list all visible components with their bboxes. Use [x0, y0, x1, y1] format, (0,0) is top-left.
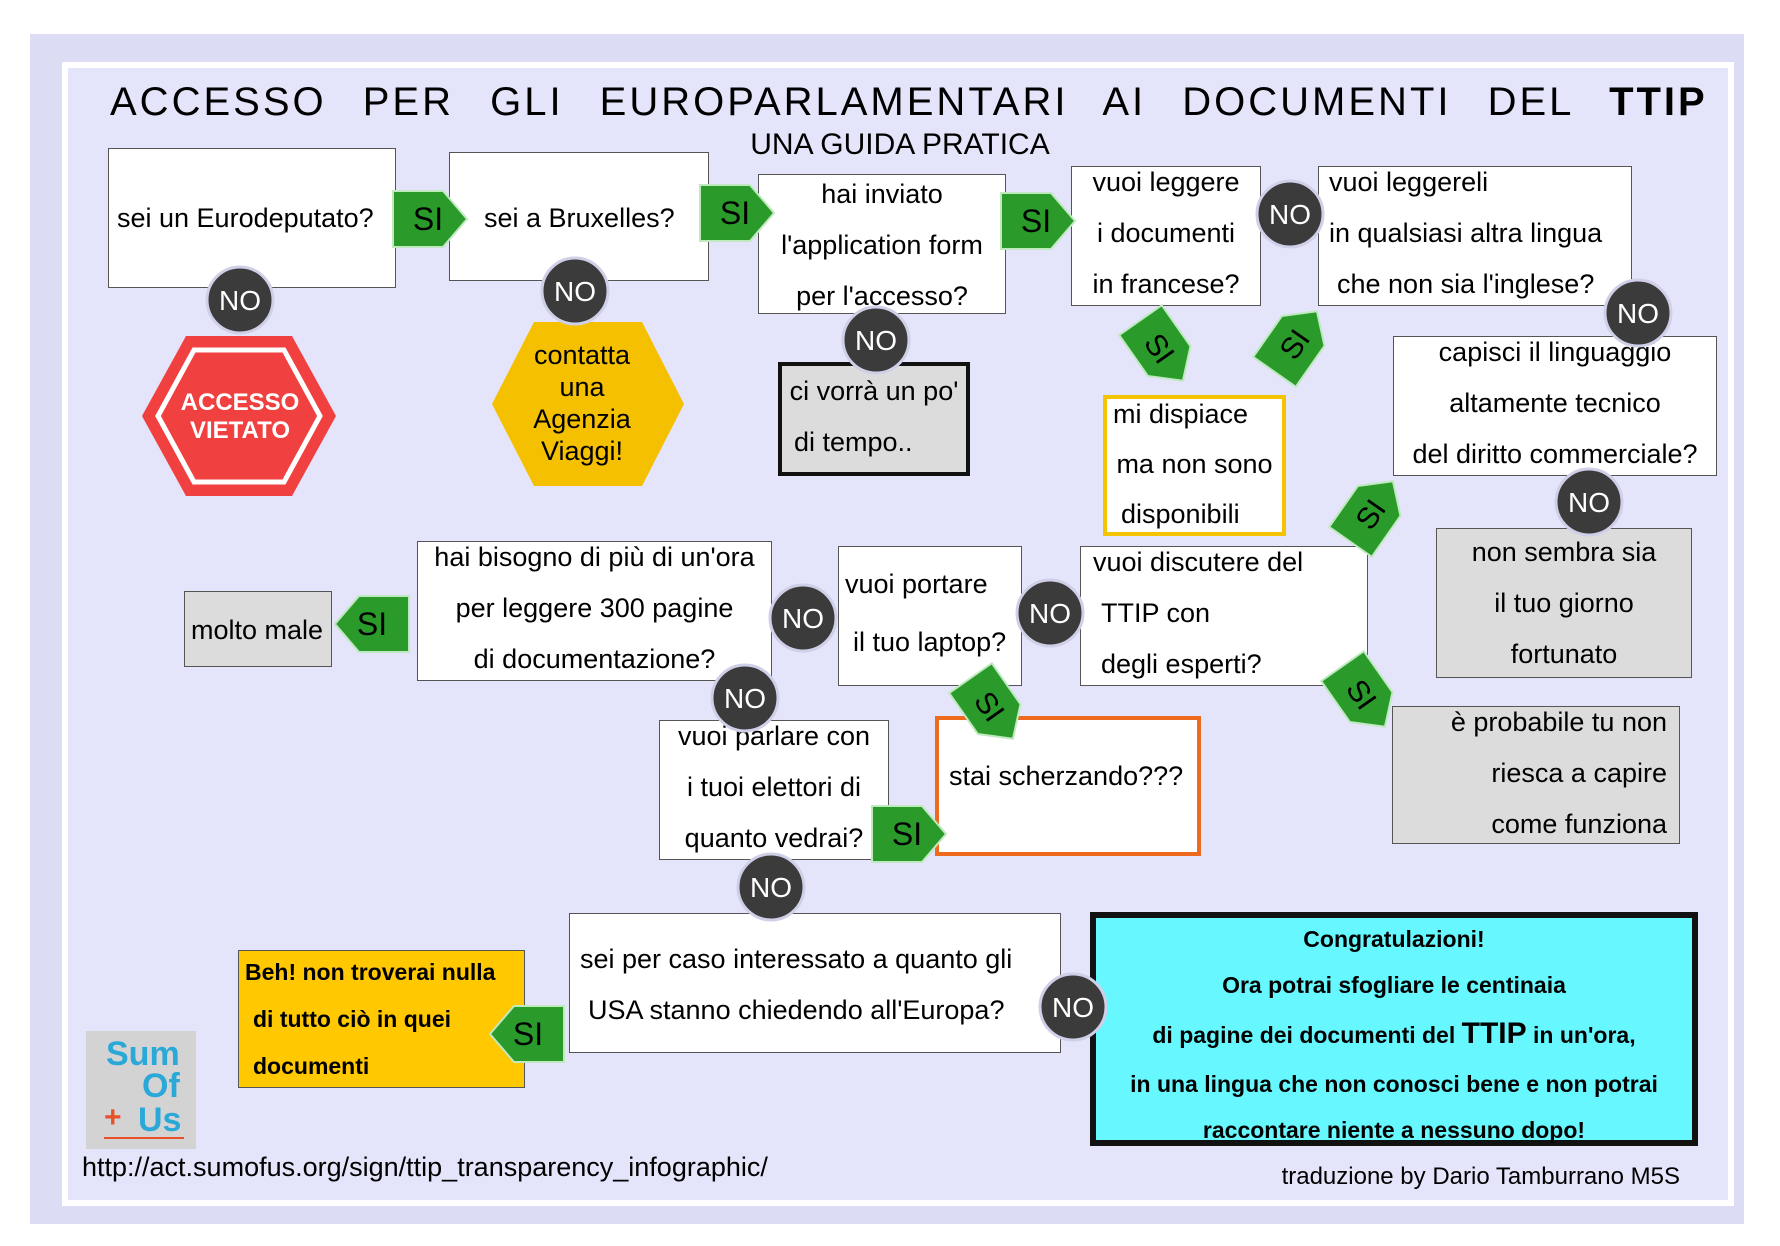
- main-title: ACCESSO PER GLI EUROPARLAMENTARI AI DOCU…: [110, 80, 1708, 124]
- yes-arrow-linguaggio: SI: [1327, 480, 1402, 559]
- outcome-congratulazioni: Congratulazioni! Ora potrai sfogliare le…: [1090, 912, 1698, 1146]
- no-circle-laptop: NO: [768, 583, 838, 653]
- question-bruxelles: sei a Bruxelles?: [449, 152, 709, 281]
- question-elettori: vuoi parlare con i tuoi elettori di quan…: [659, 720, 889, 860]
- no-label: NO: [554, 276, 596, 307]
- question-usa: sei per caso interessato a quanto gli US…: [569, 913, 1061, 1053]
- no-circle-application: NO: [841, 305, 911, 375]
- yes-label: SI: [357, 606, 387, 642]
- no-label: NO: [1052, 992, 1094, 1023]
- no-label: NO: [1617, 298, 1659, 329]
- travel-text-3: Agenzia: [533, 404, 632, 434]
- no-circle-altra-lingua: NO: [1603, 278, 1673, 348]
- no-label: NO: [750, 872, 792, 903]
- yes-label: SI: [513, 1016, 543, 1052]
- question-linguaggio: capisci il linguaggio altamente tecnico …: [1393, 336, 1717, 476]
- no-label: NO: [219, 285, 261, 316]
- no-label: NO: [782, 603, 824, 634]
- question-application: hai inviato l'application form per l'acc…: [758, 174, 1006, 314]
- yes-arrow-elettori: SI: [871, 805, 947, 863]
- yes-label: SI: [720, 195, 750, 231]
- stop-text-2: VIETATO: [190, 417, 290, 444]
- no-label: NO: [1269, 199, 1311, 230]
- no-circle-linguaggio: NO: [1554, 467, 1624, 537]
- outcome-tempo: ci vorrà un po' di tempo..: [778, 362, 970, 476]
- question-ora: hai bisogno di più di un'ora per leggere…: [417, 541, 772, 681]
- travel-text-2: una: [559, 372, 605, 402]
- question-esperti: vuoi discutere del TTIP con degli espert…: [1080, 546, 1368, 686]
- yes-label: SI: [1021, 203, 1051, 239]
- question-eurodeputato: sei un Eurodeputato?: [108, 148, 396, 288]
- travel-text-1: contatta: [534, 340, 631, 370]
- yes-arrow-bruxelles: SI: [699, 184, 775, 242]
- sumofus-logo: Sum Of Us +: [86, 1031, 196, 1149]
- yes-label: SI: [413, 201, 443, 237]
- no-circle-elettori: NO: [736, 852, 806, 922]
- travel-hexagon: contatta una Agenzia Viaggi!: [492, 322, 684, 486]
- question-francese: vuoi leggere i documenti in francese?: [1071, 166, 1261, 306]
- yes-label: SI: [892, 816, 922, 852]
- yes-arrow-application: SI: [1000, 192, 1076, 250]
- no-circle-francese: NO: [1255, 179, 1325, 249]
- no-circle-eurodeputato: NO: [205, 265, 275, 335]
- outcome-molto-male: molto male: [184, 591, 332, 667]
- outcome-scherzando: stai scherzando???: [935, 716, 1201, 856]
- yes-arrow-laptop: SI: [947, 661, 1022, 740]
- no-label: NO: [855, 325, 897, 356]
- stop-sign: ACCESSO VIETATO: [142, 336, 336, 496]
- yes-arrow-usa: SI: [489, 1005, 565, 1063]
- outcome-capire: è probabile tu non riesca a capire come …: [1392, 706, 1680, 844]
- travel-text-4: Viaggi!: [541, 436, 623, 466]
- yes-arrow-ora: SI: [334, 595, 410, 653]
- outcome-dispiace: mi dispiace ma non sono disponibili: [1103, 395, 1286, 536]
- no-label: NO: [724, 683, 766, 714]
- footer-url[interactable]: http://act.sumofus.org/sign/ttip_transpa…: [82, 1152, 768, 1182]
- footer-credit: traduzione by Dario Tamburrano M5S: [1281, 1163, 1680, 1190]
- no-circle-bruxelles: NO: [540, 256, 610, 326]
- question-altra-lingua: vuoi leggereli in qualsiasi altra lingua…: [1318, 166, 1632, 306]
- yes-arrow-francese: SI: [1117, 303, 1192, 382]
- no-label: NO: [1568, 487, 1610, 518]
- no-circle-esperti: NO: [1015, 578, 1085, 648]
- outcome-fortunato: non sembra sia il tuo giorno fortunato: [1436, 528, 1692, 678]
- subtitle: UNA GUIDA PRATICA: [750, 128, 1050, 161]
- yes-arrow-eurodeputato: SI: [392, 190, 468, 248]
- no-circle-usa: NO: [1038, 972, 1108, 1042]
- no-label: NO: [1029, 598, 1071, 629]
- no-circle-ora: NO: [710, 663, 780, 733]
- stop-text-1: ACCESSO: [181, 389, 300, 416]
- yes-arrow-esperti: SI: [1319, 649, 1394, 728]
- yes-arrow-altra-lingua: SI: [1251, 310, 1326, 389]
